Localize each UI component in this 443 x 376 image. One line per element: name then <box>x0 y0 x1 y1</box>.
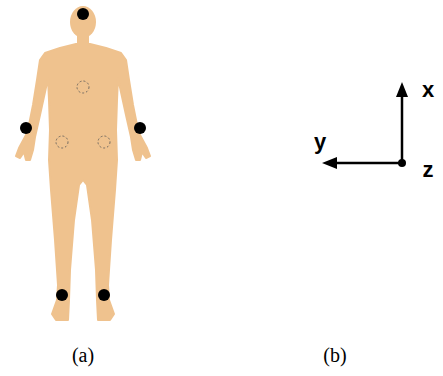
hidden-sensor <box>56 136 68 148</box>
sensor-dot <box>56 289 68 301</box>
y-axis <box>335 162 402 165</box>
sensor-dot <box>134 122 146 134</box>
hidden-sensor <box>98 136 110 148</box>
panel-label: (a) <box>72 345 94 365</box>
sensor-dot <box>98 289 110 301</box>
body-silhouette <box>16 44 150 320</box>
sensor-dot <box>77 8 89 20</box>
axis-label: x <box>422 79 434 101</box>
arrowhead <box>396 82 408 97</box>
panel-label: (b) <box>323 345 346 365</box>
hidden-sensor <box>77 81 89 93</box>
arrowhead <box>322 157 337 169</box>
z-axis-dot <box>398 159 406 167</box>
sensor-dot <box>20 122 32 134</box>
human-body <box>16 6 150 320</box>
axis-label: y <box>314 131 326 153</box>
axis-label: z <box>423 159 434 181</box>
head <box>70 6 96 38</box>
axes <box>322 82 408 169</box>
x-axis <box>401 95 404 163</box>
